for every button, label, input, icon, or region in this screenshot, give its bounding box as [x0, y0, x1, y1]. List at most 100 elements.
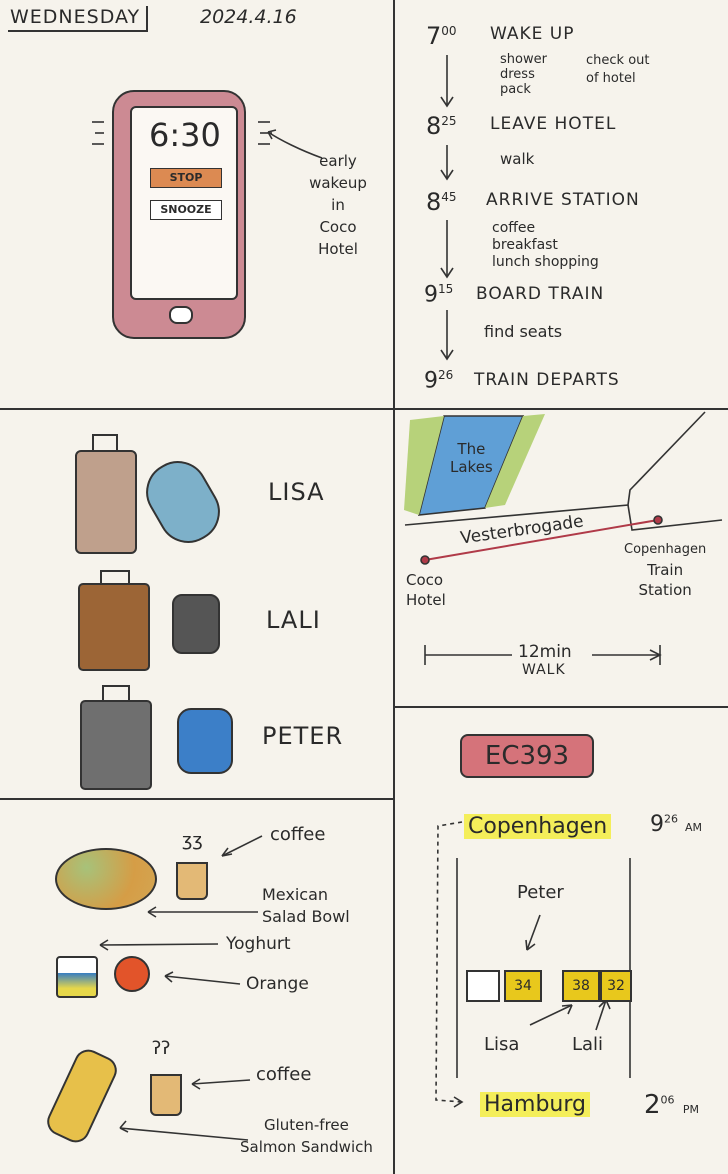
station-line: Station: [638, 581, 692, 599]
coffee-label: coffee: [270, 824, 326, 845]
schedule-notes: walk: [500, 150, 535, 168]
note-line: early: [319, 152, 357, 170]
ampm: AM: [685, 821, 703, 834]
sandwich-icon: [42, 1045, 122, 1147]
minute: 00: [441, 24, 457, 38]
schedule-notes-2: check out of hotel: [586, 52, 649, 88]
schedule-event: WAKE UP: [490, 24, 575, 44]
suitcase-icon: [75, 450, 137, 554]
lakes-line: The: [457, 440, 486, 458]
salad-bowl-icon: [55, 848, 157, 910]
note-line: Coco: [319, 218, 357, 236]
hotel-line: Hotel: [406, 591, 446, 609]
orange-icon: [114, 956, 150, 992]
schedule-event: TRAIN DEPARTS: [474, 370, 620, 390]
sandwich-label: Gluten-free Salmon Sandwich: [240, 1114, 373, 1158]
home-button: [169, 306, 193, 324]
note-line: in: [331, 196, 345, 214]
salad-line: Mexican: [262, 885, 329, 904]
note: check out: [586, 53, 650, 68]
hour: 9: [650, 812, 664, 837]
salad-label: Mexican Salad Bowl: [262, 884, 350, 928]
seat-empty: [466, 970, 500, 1002]
note: pack: [500, 82, 531, 97]
owner-label: PETER: [262, 722, 344, 750]
coffee-cup-icon: [176, 862, 208, 900]
note: coffee: [492, 220, 536, 236]
minute: 45: [441, 190, 457, 204]
backpack-icon: [135, 450, 231, 554]
hour: 9: [424, 368, 438, 394]
schedule-notes: find seats: [484, 322, 563, 341]
phone-note: early wakeup in Coco Hotel: [302, 150, 374, 260]
minute: 26: [438, 368, 454, 382]
seat-32: 32: [600, 970, 632, 1002]
hour: 8: [426, 188, 442, 216]
street-label: Vesterbrogade: [459, 511, 585, 549]
snooze-button: SNOOZE: [150, 200, 222, 220]
arrival-time: 206 PM: [644, 1090, 699, 1120]
suitcase-icon: [80, 700, 152, 790]
hour: 8: [426, 112, 442, 140]
note: of hotel: [586, 71, 636, 86]
station-line: Train: [647, 561, 684, 579]
sandwich-line: Salmon Sandwich: [240, 1138, 373, 1156]
lakes-line: Lakes: [450, 458, 493, 476]
schedule-time: 825: [426, 112, 457, 140]
hour: 2: [644, 1090, 661, 1120]
owner-label: LISA: [268, 478, 325, 506]
orange-label: Orange: [246, 974, 309, 994]
departure-time: 926 AM: [650, 812, 702, 837]
schedule-event: LEAVE HOTEL: [490, 114, 617, 134]
schedule-time: 845: [426, 188, 457, 216]
lali-label: Lali: [572, 1034, 604, 1055]
schedule-event: BOARD TRAIN: [476, 284, 605, 304]
walk-time: 12min: [518, 642, 572, 662]
arrival-city: Hamburg: [480, 1092, 590, 1117]
suitcase-handle-icon: [92, 434, 118, 452]
salad-line: Salad Bowl: [262, 907, 350, 926]
ampm: PM: [682, 1103, 699, 1116]
yoghurt-icon: [56, 956, 98, 998]
date: 2024.4.16: [200, 6, 297, 28]
backpack-icon: [177, 708, 233, 774]
walk-label: WALK: [522, 662, 566, 678]
divider-vertical: [393, 0, 395, 1174]
alarm-phone: 6:30 STOP SNOOZE: [112, 90, 246, 339]
note-line: Hotel: [318, 240, 358, 258]
minute: 15: [438, 282, 454, 296]
hotel-line: Coco: [406, 571, 444, 589]
minute: 26: [664, 812, 678, 826]
alarm-time: 6:30: [149, 116, 221, 154]
hour: 9: [424, 282, 438, 308]
divider-h-right-1: [395, 408, 728, 410]
coffee-cup-icon: [150, 1074, 182, 1116]
note-line: wakeup: [309, 174, 367, 192]
divider-h-right-2: [395, 706, 728, 708]
lisa-label: Lisa: [484, 1034, 520, 1055]
owner-label: LALI: [266, 606, 321, 634]
hour: 7: [426, 22, 442, 50]
suitcase-handle-icon: [100, 570, 130, 585]
note: breakfast: [492, 237, 558, 253]
schedule-time: 915: [424, 282, 453, 307]
stop-button: STOP: [150, 168, 222, 188]
seat-38: 38: [562, 970, 600, 1002]
seat-34: 34: [504, 970, 542, 1002]
schedule-event: ARRIVE STATION: [486, 190, 640, 210]
steam-icon: ʒʒ: [182, 830, 203, 851]
train-number-badge: EC393: [460, 734, 594, 778]
note: shower: [500, 52, 547, 67]
departure-city: Copenhagen: [464, 814, 612, 839]
divider-h-left-2: [0, 798, 393, 800]
hotel-label: Coco Hotel: [406, 570, 446, 610]
schedule-time: 926: [424, 368, 453, 393]
backpack-icon: [172, 594, 220, 654]
schedule-notes: coffee breakfast lunch shopping: [492, 220, 599, 271]
minute: 25: [441, 114, 457, 128]
sandwich-line: Gluten-free: [263, 1116, 349, 1134]
suitcase-icon: [78, 583, 150, 671]
day-title: WEDNESDAY: [8, 6, 149, 32]
yoghurt-label: Yoghurt: [226, 934, 291, 954]
peter-label: Peter: [517, 882, 564, 903]
